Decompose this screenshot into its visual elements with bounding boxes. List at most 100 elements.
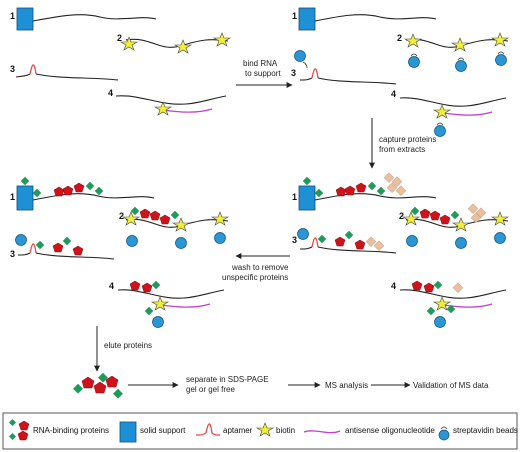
solid-support-block [298,7,316,31]
construct-4-number: 4 [391,89,396,99]
rna-strand [32,193,155,201]
panel-bound-rnas: 1 2 3 4 [291,7,510,137]
legend-antisense: antisense oligonucleotide [303,426,435,435]
construct-3-number: 3 [291,68,296,78]
streptavidin-bead [152,316,164,328]
antisense-oligo [442,111,493,116]
construct-3-number: 3 [292,235,297,245]
rna-strand [117,289,225,299]
biotin-star [401,211,421,226]
rna-strand [399,97,507,107]
separate-label-line1: separate in SDS-PAGE [186,375,269,384]
solid-support-block [16,7,34,31]
rna-strand [317,246,397,254]
protein-cluster [129,280,161,316]
biotin-star [432,104,452,119]
construct-2-number: 2 [399,211,404,221]
streptavidin-bead [126,235,138,247]
separate-label-line2: gel or gel free [186,385,235,394]
rna-strand [314,193,437,201]
biotin-star [432,296,452,311]
biotin-star [450,37,470,52]
legend-biotin-label: biotin [276,426,295,435]
biotin-star [490,32,510,47]
wash-label-line1: wash to remove [231,263,289,272]
biotin-star [451,217,471,232]
rna-strand [317,77,397,85]
rna-strand [17,252,31,256]
construct-4-number: 4 [109,281,114,291]
rna-strand [35,73,119,81]
rna-strand [399,289,507,299]
streptavidin-bead [494,232,506,244]
antisense-oligo [442,303,493,308]
rna-strand [115,95,227,105]
panel-initial-rnas: 1 2 3 4 [10,7,232,116]
downstream-pipeline: separate in SDS-PAGE gel or gel free MS … [128,375,489,394]
aptamer-loop [311,68,319,79]
solid-support-block [298,185,316,211]
biotin-star [490,211,510,226]
construct-3-number: 3 [10,249,15,259]
legend-aptamer-label: aptamer [223,426,253,435]
legend-support-label: solid support [140,426,186,435]
protein-cluster [302,172,407,198]
elute-label: elute proteins [104,341,152,350]
construct-2-number: 2 [397,33,402,43]
streptavidin-bead [214,232,226,244]
panel-captured-proteins: 1 2 [292,172,510,328]
biotin-star [153,101,173,116]
protein-cluster [35,236,84,256]
protein-cluster [410,203,487,225]
eluted-proteins [73,372,123,399]
rna-strand [32,14,157,22]
antisense-oligo [161,108,213,113]
solid-support-block [16,185,34,211]
rna-strand [314,14,437,22]
protein-cluster [411,280,464,316]
legend-aptamer: aptamer [195,423,253,436]
biotin-star [150,296,170,311]
construct-1-number: 1 [10,11,15,21]
construct-1-number: 1 [292,192,297,202]
legend-rbp: RNA-binding proteins [8,418,109,441]
construct-1-number: 1 [292,11,297,21]
construct-4-number: 4 [108,88,113,98]
rna-strand [35,252,115,260]
rna-strand [299,246,313,250]
construct-3-number: 3 [10,64,15,74]
aptamer-loop [311,237,319,248]
biotin-star [119,36,139,51]
streptavidin-bead [15,234,27,246]
streptavidin-beads [294,50,507,72]
streptavidin-bead [434,125,446,137]
streptavidin-bead [455,237,467,249]
construct-2-number: 2 [119,211,124,221]
protein-cluster [20,176,104,198]
biotin-star [212,32,232,47]
biotin-star [173,39,193,54]
protein-cluster [130,206,180,225]
step-bind: bind RNA to support [236,59,293,88]
legend-antisense-label: antisense oligonucleotide [345,426,435,435]
capture-label-line1: capture proteins [379,135,436,144]
streptavidin-bead [406,235,418,247]
legend-support: solid support [119,421,186,443]
step-elute: elute proteins [94,326,152,372]
aptamer-loop [29,243,37,254]
construct-1-number: 1 [10,192,15,202]
rna-strand [15,73,31,78]
legend-biotin: biotin [255,422,295,437]
construct-2-number: 2 [117,33,122,43]
streptavidin-bead [175,237,187,249]
protein-cluster [317,230,385,251]
bind-label-line2: to support [245,69,281,78]
biotin-star [171,217,191,232]
streptavidin-bead [434,316,446,328]
wash-label-line2: unspecific proteins [222,273,288,282]
biotin-star [403,33,423,48]
bead-linker [436,122,444,126]
bind-label-line1: bind RNA [243,59,278,68]
panel-washed-specific: 1 2 3 [10,176,230,328]
